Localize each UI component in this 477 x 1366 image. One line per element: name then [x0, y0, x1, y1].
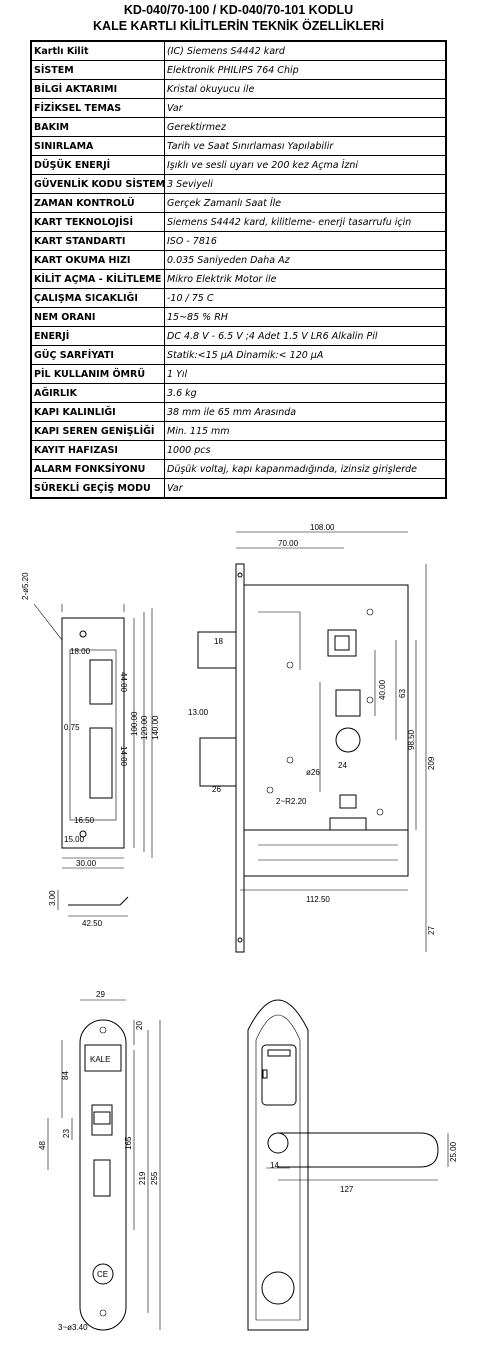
face-plate-latch [91, 1104, 113, 1136]
face-plate-outline [79, 1019, 127, 1331]
title-line-2: KALE KARTLI KİLİTLERİN TEKNİK ÖZELLİKLER… [93, 19, 384, 33]
ce-mark [92, 1263, 114, 1285]
dim-mortise-26b: 26 [212, 785, 221, 794]
dim-mortise-70: 70.00 [278, 539, 299, 548]
ce-mark-text: CE [97, 1270, 108, 1279]
dim-strike-14: 14.00 [119, 746, 128, 767]
dim-face-255: 255 [150, 1171, 159, 1185]
dim-strike-100: 100.00 [130, 711, 139, 736]
dim-strike-hole: 2-ø5.20 [21, 572, 30, 600]
dim-mortise-26: ø26 [306, 768, 320, 777]
dim-face-84: 84 [61, 1071, 70, 1080]
dim-handle-14: 14 [270, 1161, 279, 1170]
face-plate-logo-text: KALE [90, 1055, 110, 1064]
face-plate-bolt [93, 1159, 111, 1197]
dim-face-23: 23 [62, 1129, 71, 1138]
dim-strike-140: 140.00 [151, 715, 160, 740]
dim-mortise-18: 18 [214, 637, 223, 646]
spec-value: Var [164, 478, 447, 499]
strike-screw-hole-bottom [79, 830, 87, 838]
page-title: KD-040/70-100 / KD-040/70-101 KODLU KALE… [0, 2, 477, 34]
dim-strike-18: 18.00 [70, 647, 91, 656]
dim-strike-425: 42.50 [82, 919, 103, 928]
handle-drawing: 127 14 25.00 [247, 999, 458, 1331]
dim-face-20: 20 [135, 1021, 144, 1030]
strike-latch-slot [89, 659, 113, 705]
dim-mortise-1125: 112.50 [306, 895, 330, 904]
spec-row: PİL KULLANIM ÖMRÜ 1 Yıl [30, 364, 447, 384]
spec-key: ALARM FONKSİYONU [30, 459, 165, 479]
spindle-square [327, 629, 357, 657]
handle-rose [267, 1132, 289, 1154]
dim-mortise-r22: 2~R2.20 [276, 797, 307, 806]
dead-bolt [199, 737, 237, 787]
cylinder-rose [261, 1271, 295, 1305]
dim-mortise-985: 98.50 [407, 729, 416, 750]
escutcheon-outline [247, 999, 309, 1331]
dim-strike-1650: 16.50 [74, 816, 95, 825]
dim-mortise-40: 40.00 [378, 679, 387, 700]
title-line-1: KD-040/70-100 / KD-040/70-101 KODLU [123, 3, 354, 17]
mortise-front-plate [235, 563, 245, 953]
cylinder-hole [335, 727, 361, 753]
dim-mortise-13: 13.00 [188, 708, 209, 717]
strike-plate-profile [68, 896, 129, 906]
dim-mortise-24: 24 [338, 761, 347, 770]
dim-handle-127: 127 [340, 1185, 354, 1194]
dim-mortise-108: 108.00 [310, 523, 335, 532]
spec-value: Düşük voltaj, kapı kapanmadığında, izins… [164, 459, 447, 479]
mortise-case-bottom [243, 829, 409, 877]
strike-plate-drawing: 2-ø5.20 18.00 44.00 100.00 120.00 140.00… [21, 572, 160, 928]
mortise-lock-drawing: 108.00 70.00 18 13.00 40.00 63 98.50 209… [188, 523, 436, 953]
mortise-case [243, 584, 409, 831]
face-plate-logo [84, 1044, 122, 1072]
dim-strike-120: 120.00 [140, 715, 149, 740]
card-reader [261, 1044, 297, 1106]
dim-mortise-63: 63 [398, 689, 407, 698]
strike-plate-outline [61, 617, 125, 849]
lever-handle [278, 1132, 439, 1168]
dim-handle-25: 25.00 [449, 1141, 458, 1162]
dim-mortise-209: 209 [427, 756, 436, 770]
dim-face-holes: 3~ø3.40 [58, 1323, 88, 1332]
dim-face-29: 29 [96, 990, 105, 999]
dim-face-165: 165 [124, 1136, 133, 1150]
strike-screw-hole-top [79, 630, 87, 638]
latch-bolt [197, 631, 237, 669]
dim-strike-30: 30.00 [76, 859, 97, 868]
strike-bolt-slot [89, 727, 113, 799]
dim-strike-3: 3.00 [48, 890, 57, 906]
face-plate-drawing: KALE CE 29 20 84 48 23 165 219 255 3~ø3.… [38, 990, 161, 1332]
dim-strike-075: 0.75 [64, 723, 80, 732]
dim-strike-44: 44.00 [119, 672, 128, 693]
strike-plate-inner [69, 649, 117, 821]
dim-mortise-27: 27 [427, 926, 436, 935]
dim-face-219: 219 [138, 1171, 147, 1185]
dim-face-48: 48 [38, 1141, 47, 1150]
dim-strike-15: 15.00 [64, 835, 85, 844]
